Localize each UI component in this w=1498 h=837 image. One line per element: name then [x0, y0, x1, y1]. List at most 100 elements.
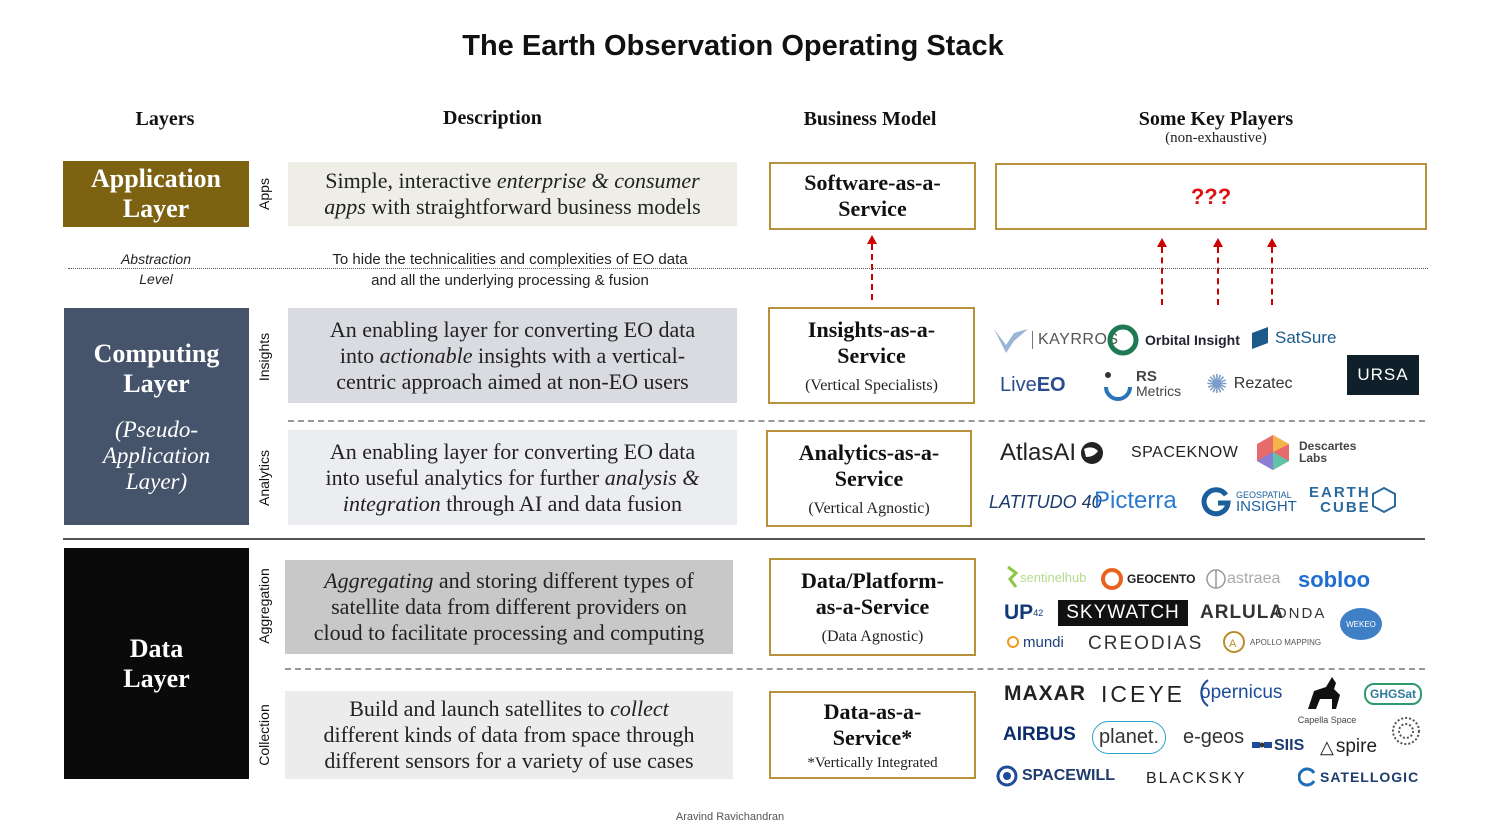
player-skywatch: SKYWATCH — [1058, 600, 1188, 626]
player-planet: planet. — [1092, 717, 1167, 757]
player-latitudo40: LATITUDO 40 — [989, 489, 1102, 515]
player-egeos: e-geos — [1183, 722, 1244, 752]
pixxel-icon — [1390, 715, 1422, 749]
desc-analytics-text-1: An enabling layer for converting EO data — [329, 438, 696, 464]
player-mundi: mundi — [1006, 631, 1064, 653]
computing-layer-title-1: Computing — [93, 338, 220, 368]
creodias-label: CREODIAS — [1088, 633, 1204, 654]
bm-saas-line-1: Software-as-a- — [804, 170, 941, 195]
player-iceye: ICEYE — [1101, 680, 1185, 708]
desc-insights-text-1: An enabling layer for converting EO data — [329, 316, 696, 342]
rezatec-icon: ✺ — [1206, 368, 1228, 399]
descartes-text: Descartes Labs — [1299, 440, 1356, 464]
player-ghgsat: GHGSat — [1364, 680, 1423, 708]
bm-daas-line-1: Data-as-a- — [823, 698, 922, 724]
player-spaceknow: SPACEKNOW — [1131, 442, 1238, 464]
column-header-layers: Layers — [135, 108, 195, 130]
goat-icon — [1308, 677, 1340, 709]
blacksky-label: BLACKSKY — [1146, 770, 1247, 787]
satellogic-icon — [1298, 767, 1316, 787]
arlula-label: ARLULA — [1200, 602, 1285, 623]
desc-collection-text-1: Build and launch satellites to — [349, 696, 611, 721]
geospatial-label-2: INSIGHT — [1236, 498, 1297, 515]
geospatial-text: GEOSPATIAL INSIGHT — [1236, 489, 1297, 515]
bm-daas-line-2: Service* — [832, 724, 913, 750]
sublabel-aggregation: Aggregation — [256, 568, 272, 644]
rs-metrics-label-2: Metrics — [1136, 383, 1182, 399]
column-header-players: Some Key Players — [1138, 108, 1294, 130]
liveeo-label-1: Live — [1000, 373, 1037, 396]
player-ursa: URSA — [1347, 355, 1419, 395]
player-spire: △ spire — [1320, 734, 1377, 760]
desc-analytics-text-4: integration — [342, 490, 441, 516]
copernicus-icon — [1200, 679, 1209, 707]
computing-note-2: Application — [102, 442, 211, 468]
satellite-icon — [1252, 742, 1272, 748]
geospatial-insight-icon — [1201, 487, 1231, 517]
column-header-description: Description — [443, 107, 542, 129]
abstraction-divider — [68, 268, 1428, 269]
rezatec-label: Rezatec — [1233, 375, 1293, 392]
egeos-label: e-geos — [1183, 725, 1245, 748]
application-layer-title-2: Layer — [122, 194, 190, 223]
orbital-insight-icon — [1107, 324, 1139, 356]
business-model-daas: Data-as-a- Service* *Vertically Integrat… — [769, 691, 976, 779]
data-layer-title-1: Data — [129, 633, 184, 663]
desc-insights-text-2: into — [339, 342, 380, 368]
descartes-label-2: Labs — [1299, 451, 1328, 465]
abstraction-text-2: and all the underlying processing & fusi… — [371, 272, 649, 289]
player-geospatial-insight: GEOSPATIAL INSIGHT — [1200, 485, 1297, 517]
planet-label: planet. — [1092, 720, 1167, 754]
bm-daas-note: *Vertically Integrated — [807, 754, 938, 771]
bm-aaas-line-2: Service — [834, 465, 904, 491]
earthcube-text: EARTH CUBE — [1309, 485, 1371, 515]
geocento-label: GEOCENTO — [1127, 572, 1196, 586]
player-arlula: ARLULA — [1200, 600, 1284, 626]
abstraction-level-label: Abstraction Level — [95, 249, 217, 289]
arrow-line-players-3 — [1271, 247, 1273, 305]
column-subheader-players: (non-exhaustive) — [1165, 130, 1267, 146]
spire-icon: △ — [1320, 736, 1334, 757]
application-layer-box: Application Layer — [63, 161, 249, 227]
capella-label: Capella Space — [1297, 715, 1357, 725]
player-sobloo: sobloo — [1298, 566, 1370, 594]
player-apollo-mapping: A APOLLO MAPPING — [1222, 629, 1321, 655]
kayrros-label: KAYRROS — [1032, 331, 1119, 349]
description-analytics: An enabling layer for converting EO data… — [288, 430, 737, 525]
spacewill-icon — [996, 765, 1018, 787]
business-model-aaas: Analytics-as-a- Service (Vertical Agnost… — [766, 430, 972, 527]
player-rezatec: ✺ Rezatec — [1206, 368, 1293, 400]
picterra-label: Picterra — [1094, 487, 1177, 514]
astraea-icon — [1206, 569, 1226, 589]
credit: Aravind Ravichandran — [675, 811, 785, 823]
player-astraea: astraea — [1205, 566, 1280, 592]
abstraction-label-1: Abstraction — [120, 251, 192, 267]
onda-label: ONDA — [1275, 604, 1327, 622]
desc-collection-text-3: different kinds of data from space throu… — [323, 722, 695, 747]
player-rs-metrics: RS Metrics — [1100, 367, 1181, 401]
computing-note-3: Layer) — [125, 468, 188, 494]
up42-sup: 42 — [1033, 608, 1044, 618]
abstraction-label-2: Level — [139, 271, 173, 287]
player-blacksky: BLACKSKY — [1146, 768, 1246, 790]
earthcube-label-1: EARTH — [1309, 484, 1371, 501]
column-header-business-model: Business Model — [803, 108, 937, 130]
desc-aggregation-text-4: cloud to facilitate processing and compu… — [313, 620, 705, 645]
siis-label: SIIS — [1274, 737, 1305, 754]
desc-analytics-text-5: through AI and data fusion — [440, 490, 683, 516]
globe-icon — [1081, 442, 1104, 464]
dotted-globe-icon — [1392, 717, 1420, 745]
liveeo-label-2: EO — [1036, 373, 1066, 396]
player-geocento: GEOCENTO — [1100, 566, 1195, 592]
description-aggregation: Aggregating and storing different types … — [285, 560, 733, 654]
sublabel-insights: Insights — [256, 332, 272, 382]
players-application-box: ??? — [995, 163, 1427, 230]
rs-metrics-text: RS Metrics — [1136, 369, 1182, 399]
desc-apps-text-2: enterprise & consumer — [496, 168, 700, 193]
arrow-head-players-2 — [1213, 238, 1223, 247]
arrow-head-players-1 — [1157, 238, 1167, 247]
bm-aaas-line-1: Analytics-as-a- — [798, 439, 940, 465]
earthcube-label-2: CUBE — [1320, 499, 1371, 516]
bm-saas-line-2: Service — [838, 196, 907, 221]
sublabel-apps: Apps — [256, 178, 272, 210]
